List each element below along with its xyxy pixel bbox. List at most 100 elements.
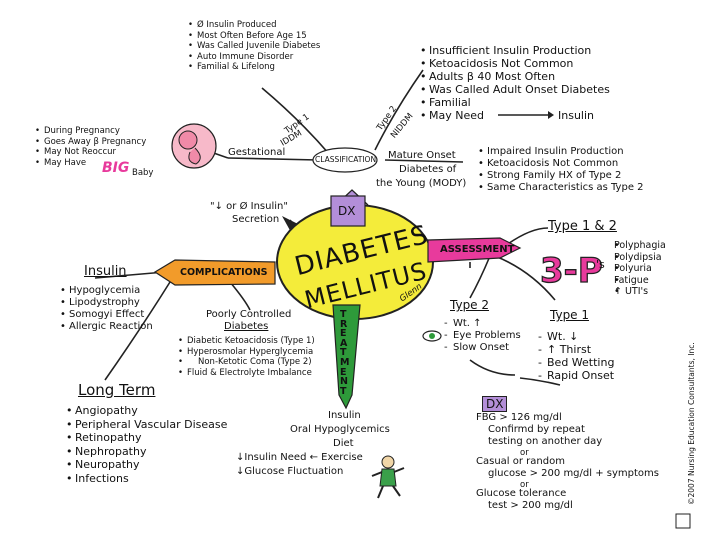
list-item: Neuropathy bbox=[66, 458, 227, 472]
classification-oval bbox=[312, 147, 378, 173]
connector-classification-type1 bbox=[261, 87, 331, 156]
dx-bottom-line: testing on another day bbox=[488, 436, 603, 447]
dx-box bbox=[330, 195, 366, 227]
dx-insulin-secretion-line1: "↓ or Ø Insulin" bbox=[210, 201, 288, 212]
list-item: Angiopathy bbox=[66, 404, 227, 418]
dx-bottom-line: or bbox=[520, 448, 529, 458]
nec-logo bbox=[675, 513, 691, 529]
list-item: Nephropathy bbox=[66, 445, 227, 459]
list-item: Polyuria bbox=[614, 263, 666, 275]
type2-characteristics-list: Insufficient Insulin Production Ketoacid… bbox=[420, 44, 610, 122]
list-item: Insufficient Insulin Production bbox=[420, 44, 610, 57]
list-item: Familial bbox=[420, 96, 610, 109]
type1-assessment-title: Type 1 bbox=[550, 308, 590, 322]
connector-type2-dx bbox=[469, 359, 516, 376]
list-item: Hyperosmolar Hyperglycemia bbox=[178, 347, 315, 358]
dx-bottom-line: Casual or random bbox=[476, 456, 565, 467]
dx-bottom-line: test > 200 mg/dl bbox=[488, 500, 573, 511]
type2-assessment-title: Type 2 bbox=[450, 298, 490, 312]
baby-label: Baby bbox=[132, 168, 154, 178]
poorly-controlled-title1: Poorly Controlled bbox=[206, 309, 292, 320]
three-ps-suffix: 's bbox=[596, 258, 605, 271]
dx-bottom-line: Confirmd by repeat bbox=[488, 424, 585, 435]
list-item: Auto Immune Disorder bbox=[188, 52, 320, 63]
connector-comp-insulin bbox=[94, 271, 166, 279]
dx-bottom-line: or bbox=[520, 480, 529, 490]
connector-assessment-type1 bbox=[494, 255, 556, 301]
connector-classification-type2 bbox=[374, 69, 424, 151]
list-item: Polydipsia bbox=[614, 252, 666, 264]
assessment-type12-title: Type 1 & 2 bbox=[548, 219, 617, 234]
treatment-label: TREATMENT bbox=[340, 309, 350, 397]
list-item: Strong Family HX of Type 2 bbox=[478, 170, 644, 182]
big-label: BIG bbox=[102, 160, 130, 176]
dx-bottom-line: FBG > 126 mg/dl bbox=[476, 412, 562, 423]
treatment-line: ↓Insulin Need ← Exercise bbox=[236, 452, 363, 463]
list-item: May Not Reoccur bbox=[35, 147, 146, 158]
type2-assessment-list: Wt. ↑ Eye Problems Slow Onset bbox=[444, 318, 521, 354]
person-icon bbox=[371, 455, 405, 499]
list-item: Fatigue bbox=[614, 275, 666, 287]
connector-classification-mody bbox=[384, 159, 464, 163]
list-item: During Pregnancy bbox=[35, 126, 146, 137]
poorly-controlled-title2: Diabetes bbox=[224, 321, 269, 332]
dx-bottom-line: glucose > 200 mg/dl + symptoms bbox=[488, 468, 659, 479]
eye-icon bbox=[422, 330, 442, 342]
fetus-icon bbox=[171, 123, 217, 169]
list-item: Impaired Insulin Production bbox=[478, 146, 644, 158]
type1-assessment-list: Wt. ↓ ↑ Thirst Bed Wetting Rapid Onset bbox=[538, 330, 614, 382]
list-item: May Need bbox=[420, 109, 610, 122]
list-item: Wt. ↑ bbox=[444, 318, 521, 330]
treatment-line: Diet bbox=[333, 438, 354, 449]
list-item: Non-Ketotic Coma (Type 2) bbox=[178, 357, 315, 368]
copyright-text: ©2007 Nursing Education Consultants, Inc… bbox=[687, 342, 696, 505]
mature-onset-label: Mature Onset bbox=[388, 150, 456, 161]
list-item: Was Called Adult Onset Diabetes bbox=[420, 83, 610, 96]
assessment-branch bbox=[427, 237, 522, 263]
list-item: Was Called Juvenile Diabetes bbox=[188, 41, 320, 52]
assessment-label: ASSESSMENT bbox=[440, 244, 515, 255]
list-item: Polyphagia bbox=[614, 240, 666, 252]
long-term-list: Angiopathy Peripheral Vascular Disease R… bbox=[66, 404, 227, 485]
list-item: Rapid Onset bbox=[538, 369, 614, 382]
poorly-controlled-list: Diabetic Ketoacidosis (Type 1) Hyperosmo… bbox=[178, 336, 315, 378]
list-item: Ketoacidosis Not Common bbox=[478, 158, 644, 170]
connector-classification-gestational bbox=[227, 157, 319, 161]
list-item: Fluid & Electrolyte Imbalance bbox=[178, 368, 315, 379]
mody-list: Impaired Insulin Production Ketoacidosis… bbox=[478, 146, 644, 194]
list-item: Retinopathy bbox=[66, 431, 227, 445]
list-item: ↑ Thirst bbox=[538, 343, 614, 356]
gestational-list: During Pregnancy Goes Away β Pregnancy M… bbox=[35, 126, 146, 168]
dx-bottom-line: Glucose tolerance bbox=[476, 488, 567, 499]
connector-assessment-type2 bbox=[469, 255, 491, 299]
list-item: Goes Away β Pregnancy bbox=[35, 137, 146, 148]
long-term-title: Long Term bbox=[78, 381, 156, 399]
list-item: Peripheral Vascular Disease bbox=[66, 418, 227, 432]
list-item: Adults β 40 Most Often bbox=[420, 70, 610, 83]
type1-characteristics-list: Ø Insulin Produced Most Often Before Age… bbox=[188, 20, 320, 73]
list-item: Allergic Reaction bbox=[60, 321, 153, 333]
treatment-line: Oral Hypoglycemics bbox=[290, 424, 390, 435]
list-item: Slow Onset bbox=[444, 342, 521, 354]
may-need-insulin-label: Insulin bbox=[558, 109, 595, 122]
dx-top-label: DX bbox=[338, 204, 356, 218]
insulin-complications-list: Hypoglycemia Lipodystrophy Somogyi Effec… bbox=[60, 285, 153, 333]
classification-label: CLASSIFICATION bbox=[315, 155, 377, 164]
complications-label: COMPLICATIONS bbox=[180, 267, 268, 278]
may-need-arrow-icon bbox=[498, 111, 554, 119]
list-item: Eye Problems bbox=[444, 330, 521, 342]
list-item: Somogyi Effect bbox=[60, 309, 153, 321]
three-ps-glyph: 3-P bbox=[540, 251, 603, 291]
dx-insulin-secretion-line2: Secretion bbox=[232, 214, 280, 225]
list-item: Diabetic Ketoacidosis (Type 1) bbox=[178, 336, 315, 347]
list-item: Same Characteristics as Type 2 bbox=[478, 182, 644, 194]
list-item: May Have bbox=[35, 158, 146, 169]
list-item: Lipodystrophy bbox=[60, 297, 153, 309]
dx-bottom-label: DX bbox=[482, 396, 508, 412]
connector-comp-poorly bbox=[229, 281, 251, 311]
list-item: Ø Insulin Produced bbox=[188, 20, 320, 31]
mody-label: the Young (MODY) bbox=[376, 178, 467, 189]
diabetes-of-label: Diabetes of bbox=[399, 164, 457, 175]
list-item: Wt. ↓ bbox=[538, 330, 614, 343]
